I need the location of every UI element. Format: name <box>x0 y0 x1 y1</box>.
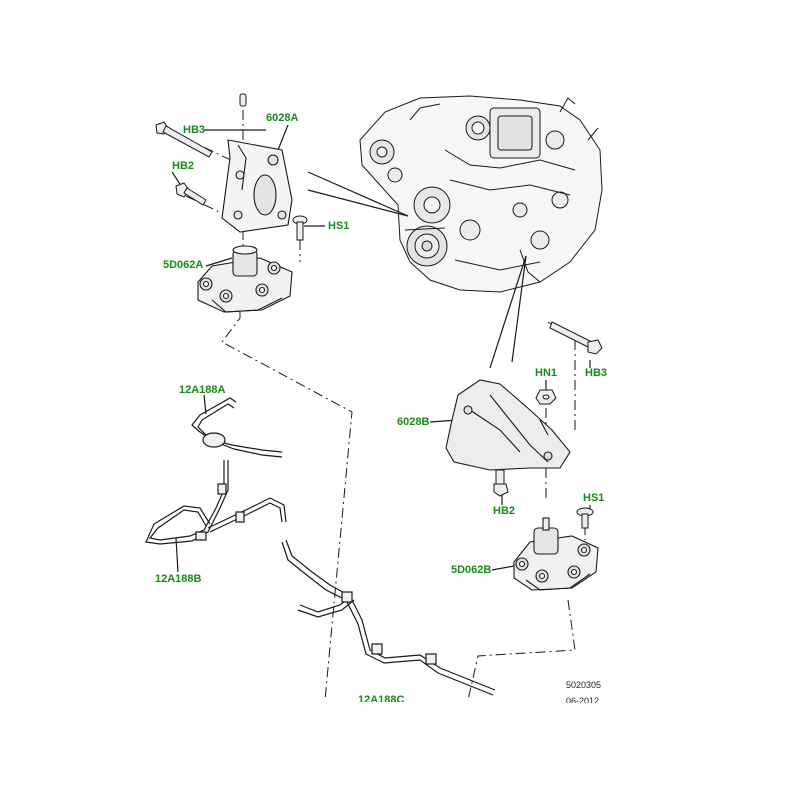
bolt-hb3-left <box>155 121 213 158</box>
callout-6028b: 6028B <box>397 416 430 428</box>
nut-hn1 <box>535 389 557 405</box>
callout-hn1: HN1 <box>535 367 558 379</box>
bolt-hb2-right <box>493 469 509 497</box>
stud-hs1-left <box>292 215 308 241</box>
callout-12a188c: 12A188C <box>358 694 405 702</box>
callout-12a188a: 12A188A <box>179 384 226 396</box>
top-stud-left <box>239 93 247 107</box>
callout-hb3-right: HB3 <box>585 367 608 379</box>
leader-lines <box>171 124 591 573</box>
callout-hs1-left: HS1 <box>328 220 350 232</box>
bolt-hb3-right <box>549 321 603 355</box>
vacuum-hose-12a188a <box>191 397 283 458</box>
mount-5d062b <box>513 517 599 591</box>
callout-hb2-left: HB2 <box>172 160 195 172</box>
reference-date: 06-2012 <box>566 696 600 703</box>
callout-hb3-left: HB3 <box>183 124 206 136</box>
bracket-6028b <box>445 379 571 471</box>
callout-5d062b: 5D062B <box>451 564 492 576</box>
callout-6028a: 6028A <box>266 112 299 124</box>
callout-hb2-right: HB2 <box>493 505 516 517</box>
reference-number: 5020305 <box>566 680 602 690</box>
vacuum-hose-12a188b <box>145 460 287 545</box>
callout-12a188b: 12A188B <box>155 573 202 585</box>
vacuum-hose-12a188c <box>281 539 496 696</box>
bolt-hb2-left <box>175 182 207 206</box>
bracket-6028a <box>221 139 293 233</box>
callout-5d062a: 5D062A <box>163 259 204 271</box>
callout-hs1-right: HS1 <box>583 492 605 504</box>
mount-5d062a <box>197 245 293 313</box>
engine-block <box>359 95 603 293</box>
stud-hs1-right <box>576 507 594 529</box>
